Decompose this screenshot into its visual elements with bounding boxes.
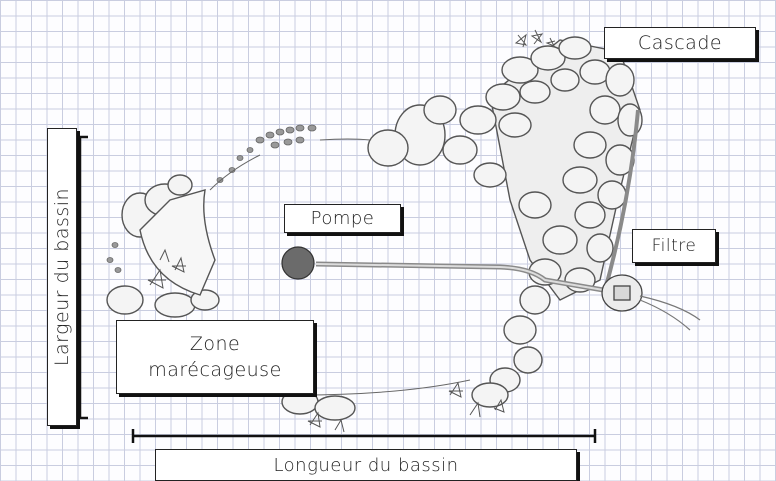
width-label: Largeur du bassin — [47, 128, 77, 426]
cascade-label: Cascade — [604, 27, 756, 59]
length-dimension-line — [133, 429, 595, 443]
pump-label: Pompe — [284, 204, 401, 233]
bog-rocks — [107, 175, 219, 317]
pump — [282, 247, 314, 279]
bog-zone-label: Zone marécageuse — [116, 320, 314, 394]
filter-label: Filtre — [632, 229, 716, 263]
waterfall-rocks — [368, 37, 642, 392]
bottom-rocks — [282, 383, 508, 420]
length-label: Longueur du bassin — [155, 449, 577, 481]
bog-zone-label-line1: Zone — [190, 331, 240, 357]
filter-box — [602, 275, 642, 311]
bog-zone-label-line2: marécageuse — [148, 357, 282, 383]
cascade-plants — [516, 30, 555, 47]
width-label-text: Largeur du bassin — [51, 188, 73, 366]
